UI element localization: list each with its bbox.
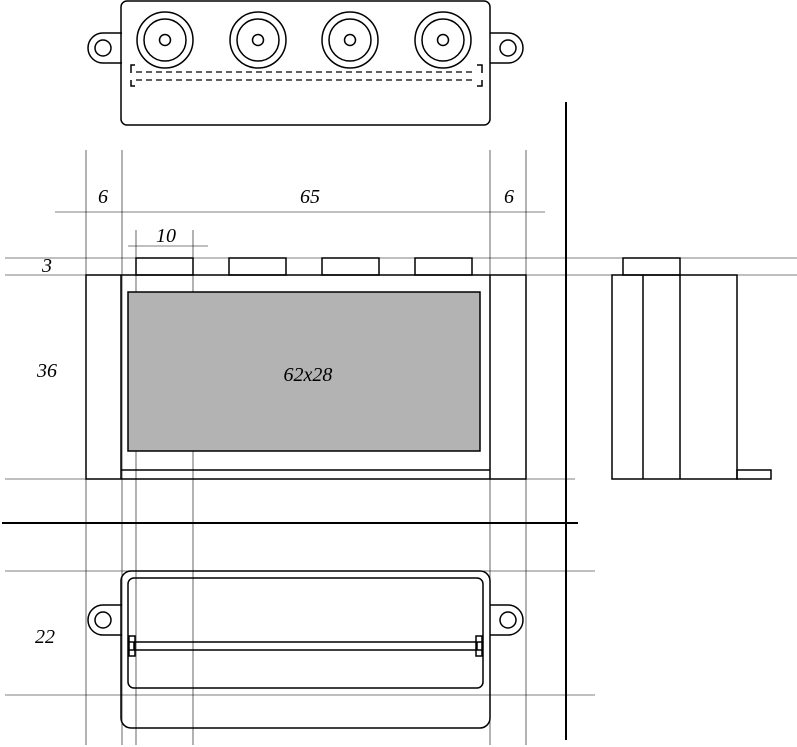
dimension-depth: 22 (35, 626, 55, 648)
dimension-left-margin: 6 (98, 186, 108, 208)
stud-top-2 (229, 11, 287, 69)
bottom-hole-left (94, 611, 112, 629)
bottom-inner-frame (127, 577, 484, 689)
front-view (85, 257, 527, 480)
dimension-stud-height: 3 (41, 255, 52, 277)
side-body-outline (611, 274, 738, 480)
dimension-body-height: 36 (36, 360, 57, 382)
stud-top-1 (136, 11, 194, 69)
mounting-hole-right (499, 39, 517, 57)
bottom-hole-right (499, 611, 517, 629)
front-panel (127, 291, 481, 452)
side-stud (622, 257, 681, 276)
top-view (87, 0, 524, 126)
bottom-tab-left (87, 604, 122, 636)
stud-top-4 (414, 11, 472, 69)
stud-front-2 (228, 257, 287, 276)
bottom-tab-right (490, 604, 524, 636)
hidden-slot-outline (130, 64, 483, 87)
dimension-stud-width: 10 (156, 225, 176, 247)
bottom-clip-right (475, 635, 483, 657)
bottom-body-outline (120, 570, 491, 729)
panel-size-label: 62x28 (284, 364, 333, 386)
front-body-outline (85, 274, 527, 480)
side-foot (736, 469, 772, 480)
stud-front-4 (414, 257, 473, 276)
dimension-width: 65 (300, 186, 320, 208)
stud-top-3 (321, 11, 379, 69)
stud-front-1 (135, 257, 194, 276)
dimension-right-margin: 6 (504, 186, 514, 208)
mounting-hole-left (94, 39, 112, 57)
bottom-view (87, 570, 524, 729)
top-view-body (120, 0, 491, 126)
mounting-tab-left (87, 32, 122, 64)
mounting-tab-right (490, 32, 524, 64)
stud-front-3 (321, 257, 380, 276)
side-view (611, 257, 772, 480)
bottom-clip-left (128, 635, 136, 657)
